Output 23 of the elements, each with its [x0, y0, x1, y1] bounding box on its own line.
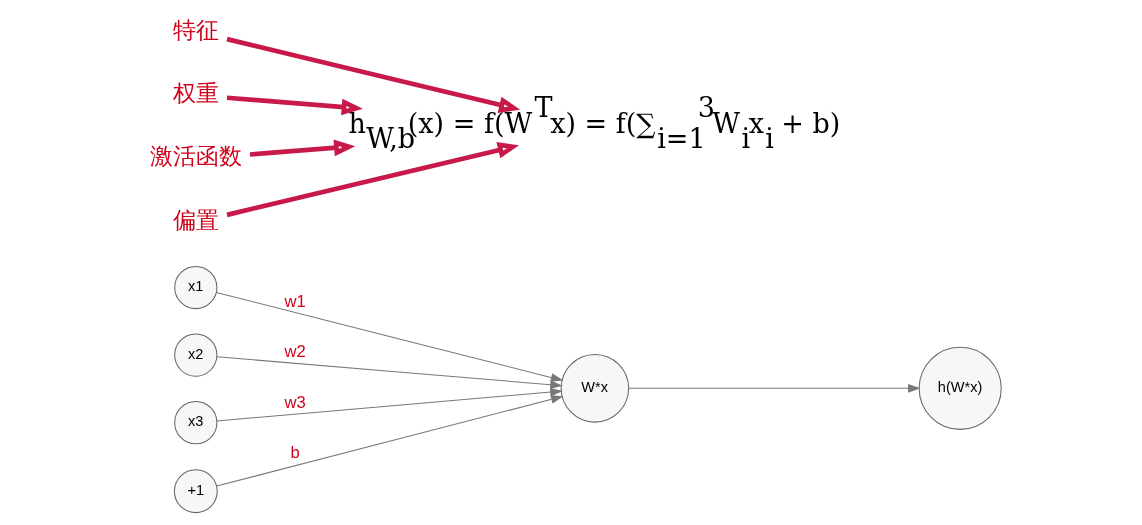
arrow	[215, 387, 563, 421]
arrow	[215, 394, 564, 487]
edge-label: b	[289, 442, 300, 462]
node-text: 权重	[172, 79, 219, 106]
node-circle: +1	[173, 468, 218, 513]
edge-label: w2	[283, 341, 306, 361]
node-circle: h(W*x)	[918, 346, 1002, 430]
arrow	[215, 291, 563, 382]
node-text: 特征	[172, 16, 219, 43]
arrow	[226, 94, 363, 115]
arrow	[627, 383, 921, 393]
node-text: 偏置	[172, 206, 219, 233]
edge-label: w1	[283, 291, 306, 311]
node-circle: x1	[173, 265, 217, 309]
arrow	[225, 36, 520, 113]
arrow	[249, 139, 355, 157]
node-circle: W*x	[560, 353, 629, 423]
arrow	[225, 141, 519, 217]
arrow	[215, 355, 563, 389]
node-circle: x3	[173, 400, 217, 444]
node-text: 激活函数	[149, 142, 242, 169]
node-circle: x2	[173, 332, 217, 377]
edge-label: w3	[283, 392, 306, 412]
